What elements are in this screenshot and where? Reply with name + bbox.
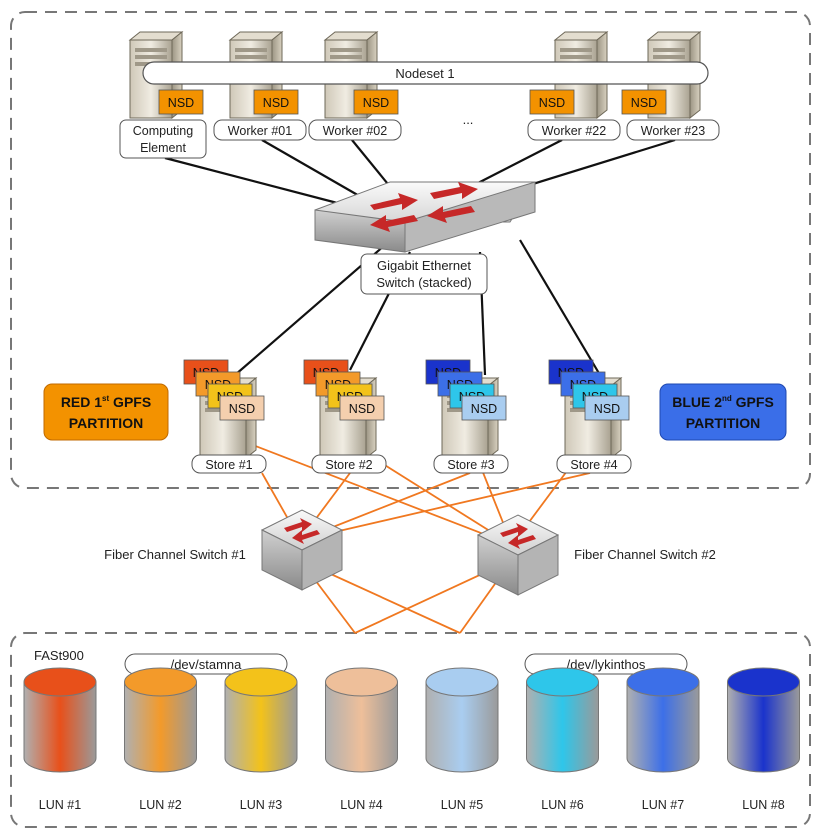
nodeset-bar: Nodeset 1 xyxy=(142,61,709,85)
blue-partition-label: BLUE 2nd GPFS PARTITION xyxy=(659,383,787,441)
fiber-channel-switches xyxy=(260,509,560,596)
nsd-label: NSD xyxy=(363,96,389,110)
compute-node-label-4: Worker #22 xyxy=(527,119,621,141)
compute-nsd-3: NSD xyxy=(353,89,399,115)
store-nsd-1-4: NSD xyxy=(219,395,265,421)
compute-node-label-5: Worker #23 xyxy=(626,119,720,141)
compute-node-label-3: Worker #02 xyxy=(308,119,402,141)
red-partition-box xyxy=(43,383,169,441)
compute-node-name: Worker #23 xyxy=(641,124,705,138)
red-partition-line2: PARTITION xyxy=(69,415,143,431)
lun-5: LUN #5 xyxy=(425,667,499,812)
ethernet-link-store-1 xyxy=(234,244,386,376)
nsd-label: NSD xyxy=(594,402,620,416)
ethernet-link-store-4 xyxy=(519,239,601,376)
lun-6: LUN #6 xyxy=(526,667,599,812)
compute-node-name: Worker #22 xyxy=(542,124,606,138)
lun-label: LUN #5 xyxy=(441,798,483,812)
store-label-1: Store #1 xyxy=(191,454,267,474)
fc-switch-1-label: Fiber Channel Switch #1 xyxy=(104,547,246,562)
lun-label: LUN #4 xyxy=(340,798,382,812)
compute-node-label-2: Worker #01 xyxy=(213,119,307,141)
fc-switch-arrows-icon xyxy=(284,518,320,544)
lun-label: LUN #6 xyxy=(541,798,583,812)
store-nsd-3-4: NSD xyxy=(461,395,507,421)
blue-partition-box xyxy=(659,383,787,441)
fc-switch-arrows-icon xyxy=(500,523,536,549)
group-stamna-label: /dev/stamna xyxy=(171,657,243,672)
store-nsd-4-4: NSD xyxy=(584,395,630,421)
lun-label: LUN #7 xyxy=(642,798,684,812)
compute-node-name: Worker #01 xyxy=(228,124,292,138)
fc-switch-1 xyxy=(260,509,344,591)
compute-node-name-line1: Computing xyxy=(133,124,193,138)
store-name: Store #4 xyxy=(570,458,617,472)
lun-2: LUN #2 xyxy=(124,667,197,812)
lun-label: LUN #2 xyxy=(139,798,181,812)
compute-node-name: Worker #02 xyxy=(323,124,387,138)
ethernet-switch-label-line2: Switch (stacked) xyxy=(376,275,471,290)
nodeset-label: Nodeset 1 xyxy=(395,66,454,81)
switch-arrows-icon xyxy=(370,182,478,232)
nsd-label: NSD xyxy=(631,96,657,110)
nsd-label: NSD xyxy=(229,402,255,416)
lun-4: LUN #4 xyxy=(325,667,398,812)
ethernet-switch: Gigabit Ethernet Switch (stacked) xyxy=(314,181,536,295)
lun-3: LUN #3 xyxy=(224,667,298,812)
nsd-label: NSD xyxy=(168,96,194,110)
compute-nsd-5: NSD xyxy=(621,89,667,115)
store-label-3: Store #3 xyxy=(433,454,509,474)
ethernet-switch-label-line1: Gigabit Ethernet xyxy=(377,258,471,273)
nsd-label: NSD xyxy=(263,96,289,110)
fc-link-7 xyxy=(299,472,591,541)
storage-group-border xyxy=(10,632,811,828)
red-partition-line1: RED 1st GPFS xyxy=(61,394,151,410)
store-label-4: Store #4 xyxy=(556,454,632,474)
nsd-label: NSD xyxy=(349,402,375,416)
nsd-label: NSD xyxy=(471,402,497,416)
compute-nsd-4: NSD xyxy=(529,89,575,115)
compute-node-name-line2: Element xyxy=(140,141,186,155)
group-lykinthos-label: /dev/lykinthos xyxy=(567,657,646,672)
store-label-2: Store #2 xyxy=(311,454,387,474)
lun-label: LUN #3 xyxy=(240,798,282,812)
store-name: Store #3 xyxy=(447,458,494,472)
nsd-label: NSD xyxy=(539,96,565,110)
storage-servers: NSDNSDNSDNSDStore #1NSDNSDNSDNSDStore #2… xyxy=(183,359,632,474)
lun-disks: LUN #1 LUN #2 LUN #3 LUN #4 LUN #5 LUN #6 LUN … xyxy=(23,667,800,812)
lun-label: LUN #8 xyxy=(742,798,784,812)
compute-nsd-1: NSD xyxy=(158,89,204,115)
storage-array-name: FASt900 xyxy=(34,648,84,663)
store-name: Store #2 xyxy=(325,458,372,472)
ethernet-link-compute-1 xyxy=(164,156,346,207)
ellipsis-text: ... xyxy=(463,112,474,127)
compute-nsd-2: NSD xyxy=(253,89,299,115)
blue-partition-line1: BLUE 2nd GPFS xyxy=(672,394,774,410)
blue-partition-line2: PARTITION xyxy=(686,415,760,431)
store-nsd-2-4: NSD xyxy=(339,395,385,421)
fc-link-2 xyxy=(239,439,513,546)
lun-8: LUN #8 xyxy=(727,667,800,812)
fc-switch-2-label: Fiber Channel Switch #2 xyxy=(574,547,716,562)
store-name: Store #1 xyxy=(205,458,252,472)
lun-label: LUN #1 xyxy=(39,798,81,812)
lun-1: LUN #1 xyxy=(23,667,97,812)
lun-7: LUN #7 xyxy=(626,667,700,812)
fc-switch-2 xyxy=(476,514,560,596)
cluster-group-border xyxy=(10,11,811,489)
red-partition-label: RED 1st GPFS PARTITION xyxy=(43,383,169,441)
